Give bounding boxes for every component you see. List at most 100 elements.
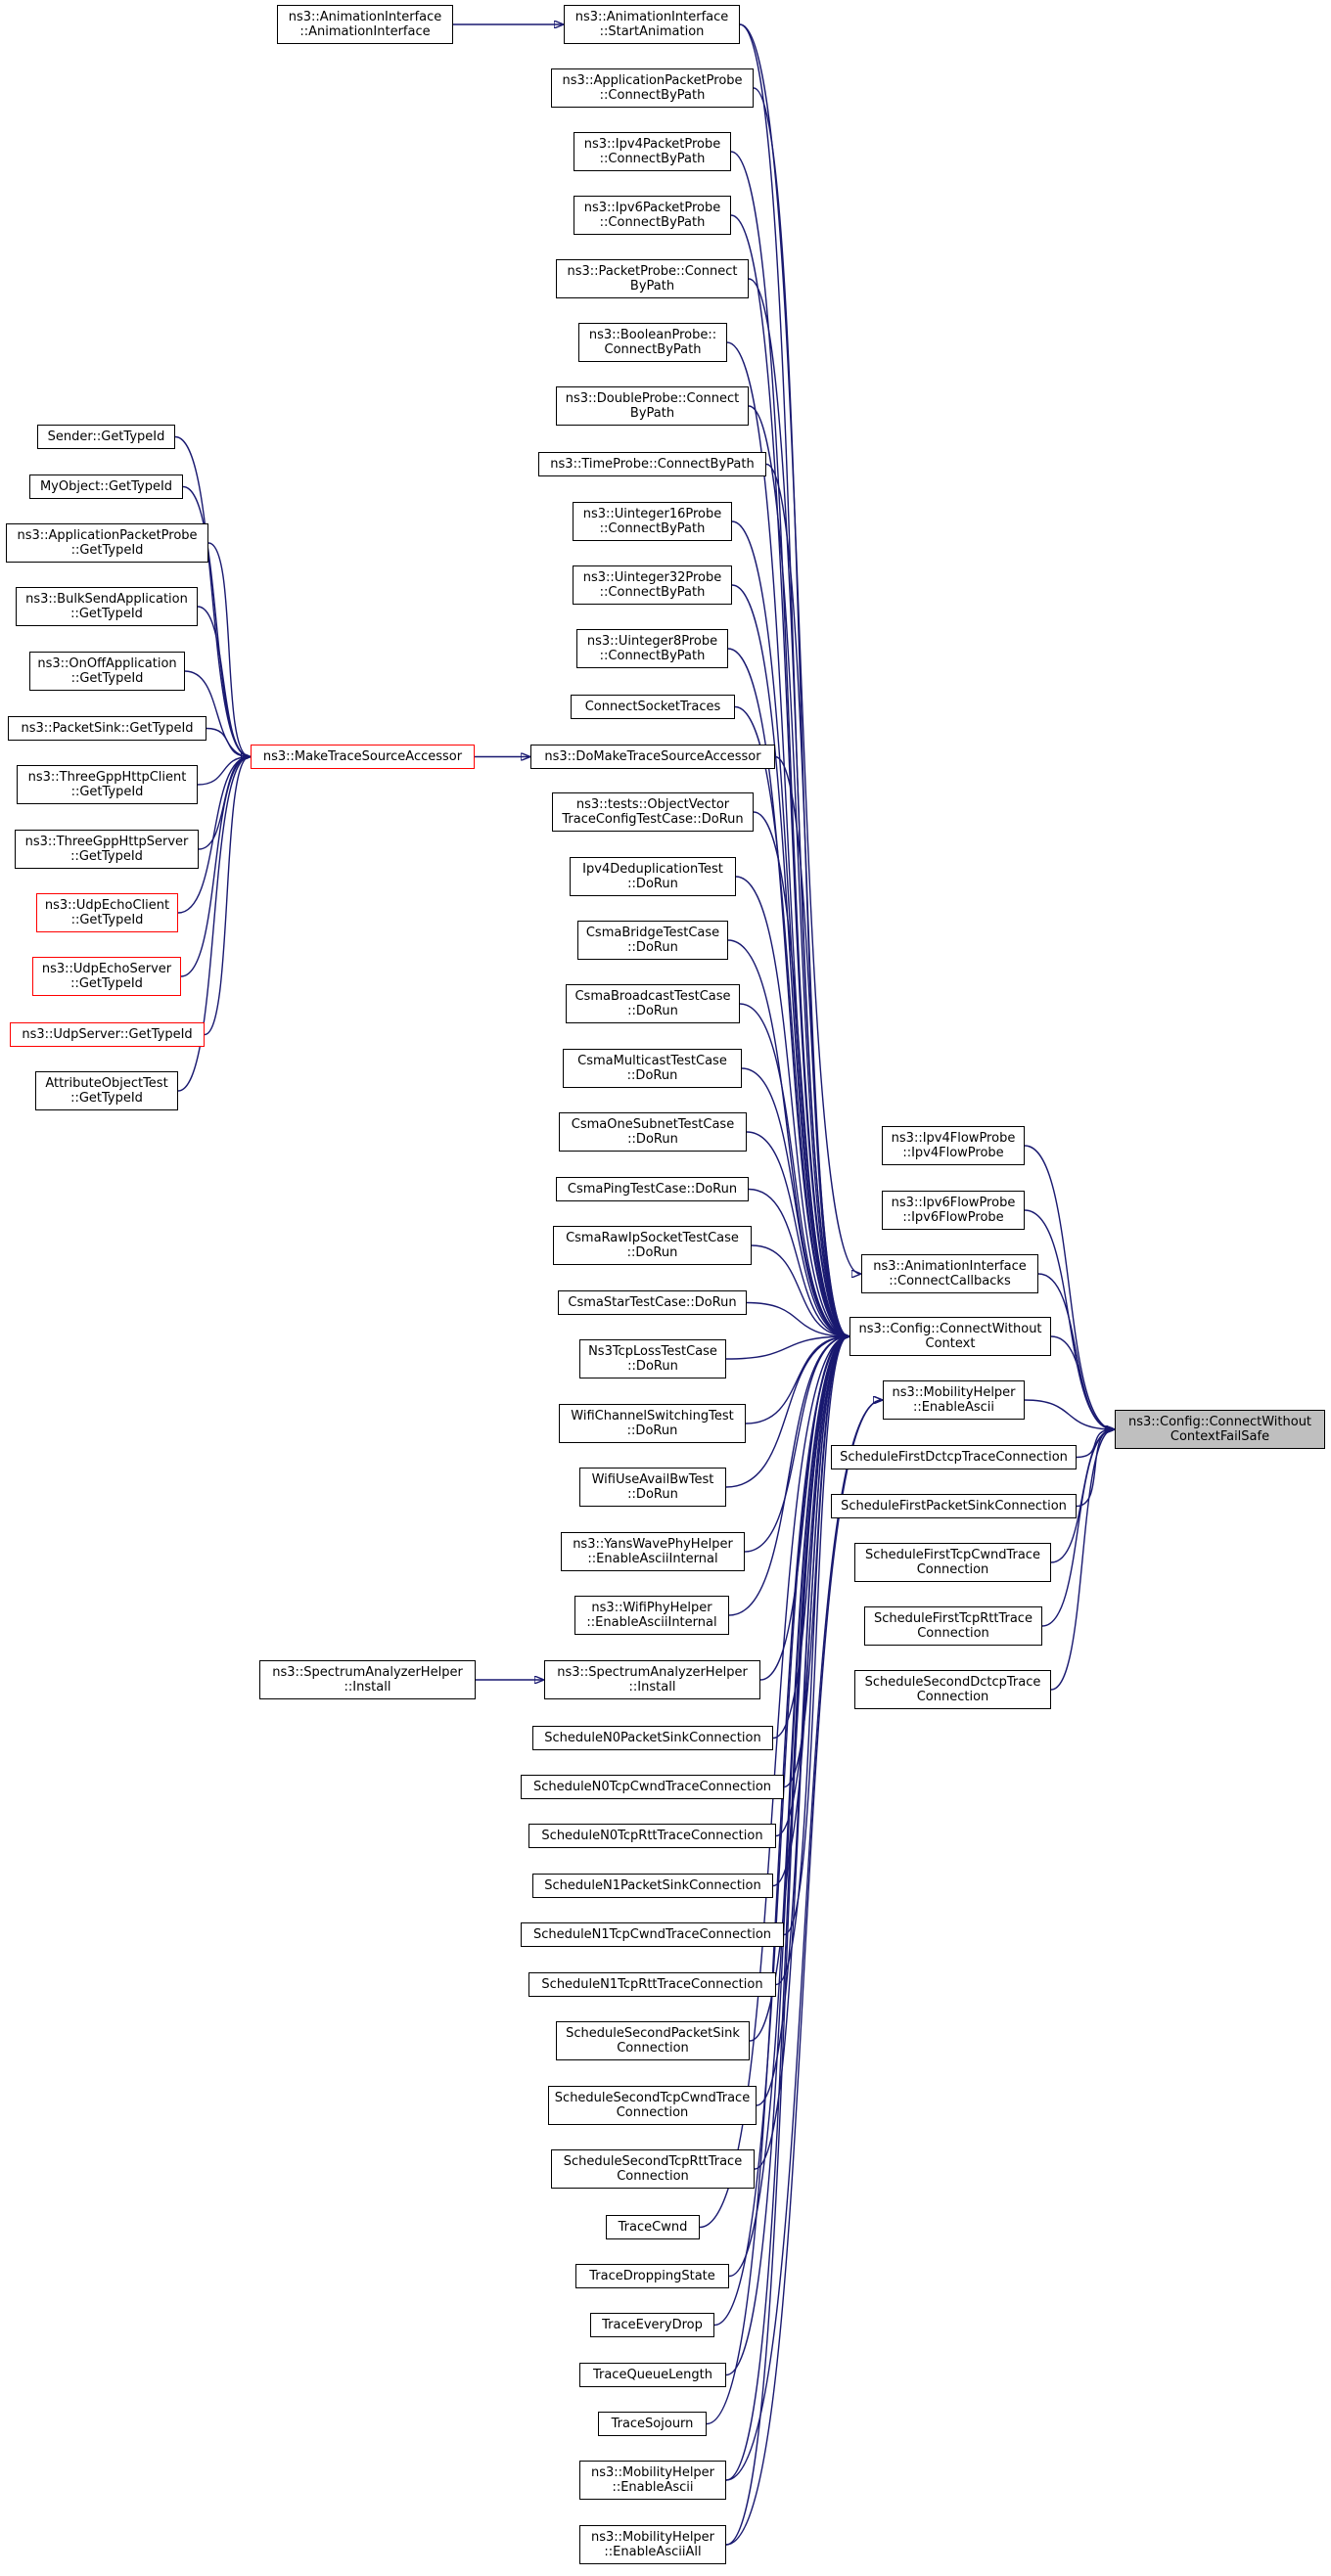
node-sched-n1-pktsink[interactable]: ScheduleN1PacketSinkConnection xyxy=(532,1874,773,1898)
node-httpserver-gti[interactable]: ns3::ThreeGppHttpServer::GetTypeId xyxy=(15,830,199,869)
node-makestsa[interactable]: ns3::MakeTraceSourceAccessor xyxy=(251,745,475,769)
node-sched-n0-cwnd[interactable]: ScheduleN0TcpCwndTraceConnection xyxy=(521,1775,784,1799)
node-label-line: ::DoRun xyxy=(626,1424,678,1438)
node-csmamulticast-dorun[interactable]: CsmaMulticastTestCase::DoRun xyxy=(563,1049,742,1088)
node-label-line: ::GetTypeId xyxy=(70,607,143,621)
node-label-line: ns3::UdpEchoClient xyxy=(44,898,170,913)
node-ipv4pktprobe-cbp[interactable]: ns3::Ipv4PacketProbe::ConnectByPath xyxy=(574,132,731,171)
node-ipv4dedup-dorun[interactable]: Ipv4DeduplicationTest::DoRun xyxy=(570,857,736,896)
node-sched-n1-rtt[interactable]: ScheduleN1TcpRttTraceConnection xyxy=(528,1972,776,1997)
node-label-line: ScheduleN1TcpCwndTraceConnection xyxy=(532,1927,772,1942)
node-label-line: ScheduleSecondTcpRttTrace xyxy=(563,2154,743,2169)
node-label-line: ns3::Ipv6FlowProbe xyxy=(891,1196,1016,1210)
node-mobility-enableascii-r[interactable]: ns3::MobilityHelper::EnableAscii xyxy=(883,1380,1025,1420)
node-label-line: ::GetTypeId xyxy=(70,785,144,799)
node-ns3tcploss-dorun[interactable]: Ns3TcpLossTestCase::DoRun xyxy=(579,1339,726,1378)
edge-attrobjtest-gti-to-makestsa xyxy=(177,757,250,1092)
node-label-line: ::GetTypeId xyxy=(70,976,143,991)
node-label-line: CsmaMulticastTestCase xyxy=(577,1054,727,1068)
node-udpserver-gti[interactable]: ns3::UdpServer::GetTypeId xyxy=(10,1022,205,1047)
node-apppktprobe-gti[interactable]: ns3::ApplicationPacketProbe::GetTypeId xyxy=(6,523,208,563)
node-ipv6flowprobe[interactable]: ns3::Ipv6FlowProbe::Ipv6FlowProbe xyxy=(882,1191,1025,1230)
node-attrobjtest-gti[interactable]: AttributeObjectTest::GetTypeId xyxy=(35,1071,178,1110)
node-startanimation[interactable]: ns3::AnimationInterface::StartAnimation xyxy=(564,5,740,44)
node-csmarawip-dorun[interactable]: CsmaRawIpSocketTestCase::DoRun xyxy=(553,1226,752,1265)
node-traceeverydrop[interactable]: TraceEveryDrop xyxy=(590,2313,714,2337)
node-onoff-gti[interactable]: ns3::OnOffApplication::GetTypeId xyxy=(29,652,185,691)
node-tracequeuelength[interactable]: TraceQueueLength xyxy=(579,2363,726,2387)
node-tracedroppingstate[interactable]: TraceDroppingState xyxy=(575,2264,729,2288)
node-csmastar-dorun[interactable]: CsmaStarTestCase::DoRun xyxy=(558,1290,747,1315)
node-sched-n0-rtt[interactable]: ScheduleN0TcpRttTraceConnection xyxy=(528,1824,776,1848)
node-u32probe-cbp[interactable]: ns3::Uinteger32Probe::ConnectByPath xyxy=(573,565,732,605)
node-udpechoserver-gti[interactable]: ns3::UdpEchoServer::GetTypeId xyxy=(32,957,181,996)
node-bulksend-gti[interactable]: ns3::BulkSendApplication::GetTypeId xyxy=(16,587,198,626)
node-udpechoclient-gti[interactable]: ns3::UdpEchoClient::GetTypeId xyxy=(36,893,178,932)
node-connectsockettraces[interactable]: ConnectSocketTraces xyxy=(571,695,735,719)
node-csmaonesubnet-dorun[interactable]: CsmaOneSubnetTestCase::DoRun xyxy=(559,1112,747,1152)
node-label-line: CsmaRawIpSocketTestCase xyxy=(566,1231,739,1245)
node-sched-first-pktsink[interactable]: ScheduleFirstPacketSinkConnection xyxy=(831,1494,1077,1518)
edge-wifiavailbw-dorun-to-connectwithoutcontext xyxy=(725,1336,849,1488)
node-label-line: ::ConnectByPath xyxy=(599,521,706,536)
node-sched-first-dctcp[interactable]: ScheduleFirstDctcpTraceConnection xyxy=(831,1445,1077,1469)
node-label-line: ::DoRun xyxy=(627,940,678,955)
node-label-line: ns3::Ipv4FlowProbe xyxy=(891,1131,1016,1146)
node-csmabroadcast-dorun[interactable]: CsmaBroadcastTestCase::DoRun xyxy=(566,984,740,1023)
node-timeprobe-cbp[interactable]: ns3::TimeProbe::ConnectByPath xyxy=(538,452,766,476)
node-apppktprobe-cbp[interactable]: ns3::ApplicationPacketProbe::ConnectByPa… xyxy=(551,68,754,108)
node-label-line: ::EnableAsciiInternal xyxy=(587,1552,718,1566)
node-httpclient-gti[interactable]: ns3::ThreeGppHttpClient::GetTypeId xyxy=(17,765,198,804)
node-ipv4flowprobe[interactable]: ns3::Ipv4FlowProbe::Ipv4FlowProbe xyxy=(882,1126,1025,1165)
node-label-line: ::EnableAsciiAll xyxy=(604,2545,702,2559)
node-wifiphy-enableascii[interactable]: ns3::WifiPhyHelper::EnableAsciiInternal xyxy=(574,1596,729,1635)
node-wifichswitch-dorun[interactable]: WifiChannelSwitchingTest::DoRun xyxy=(559,1404,746,1443)
node-sender-gti[interactable]: Sender::GetTypeId xyxy=(37,425,175,449)
node-label-line: ns3::ThreeGppHttpServer xyxy=(24,835,189,849)
node-spectrum-install-l[interactable]: ns3::SpectrumAnalyzerHelper::Install xyxy=(259,1660,476,1699)
node-label-line: ns3::AnimationInterface xyxy=(574,10,729,24)
node-connectcallbacks[interactable]: ns3::AnimationInterface::ConnectCallback… xyxy=(861,1254,1038,1293)
node-sched-n0-pktsink[interactable]: ScheduleN0PacketSinkConnection xyxy=(532,1726,773,1750)
node-label-line: ns3::AnimationInterface xyxy=(873,1259,1027,1274)
node-u8probe-cbp[interactable]: ns3::Uinteger8Probe::ConnectByPath xyxy=(576,629,728,668)
node-label-line: CsmaOneSubnetTestCase xyxy=(571,1117,735,1132)
node-label-line: Ipv4DeduplicationTest xyxy=(582,862,723,877)
node-yanswave-enableascii[interactable]: ns3::YansWavePhyHelper::EnableAsciiInter… xyxy=(561,1532,745,1571)
edge-sched-first-dctcp-to-root xyxy=(1076,1429,1114,1459)
node-mobility-enableasciiall[interactable]: ns3::MobilityHelper::EnableAsciiAll xyxy=(579,2525,726,2564)
node-domaketsa[interactable]: ns3::DoMakeTraceSourceAccessor xyxy=(530,745,775,769)
node-tracecwnd[interactable]: TraceCwnd xyxy=(606,2215,700,2239)
node-u16probe-cbp[interactable]: ns3::Uinteger16Probe::ConnectByPath xyxy=(573,502,732,541)
node-label-line: Connection xyxy=(616,2105,689,2120)
node-mobility-enableascii[interactable]: ns3::MobilityHelper::EnableAscii xyxy=(579,2461,726,2500)
node-sched-n1-cwnd[interactable]: ScheduleN1TcpCwndTraceConnection xyxy=(521,1922,784,1947)
node-label-line: ::ConnectByPath xyxy=(599,585,706,600)
node-label-line: CsmaStarTestCase::DoRun xyxy=(568,1295,737,1310)
node-tracesojourn[interactable]: TraceSojourn xyxy=(598,2412,707,2436)
node-label-line: ScheduleN0TcpRttTraceConnection xyxy=(541,1829,763,1843)
node-pktsink-gti[interactable]: ns3::PacketSink::GetTypeId xyxy=(8,716,207,741)
node-csmaping-dorun[interactable]: CsmaPingTestCase::DoRun xyxy=(556,1177,749,1201)
node-myobject-gti[interactable]: MyObject::GetTypeId xyxy=(29,475,183,499)
node-label-line: ns3::TimeProbe::ConnectByPath xyxy=(550,457,755,472)
node-label-line: ::DoRun xyxy=(627,1004,678,1018)
node-boolprobe-cbp[interactable]: ns3::BooleanProbe::ConnectByPath xyxy=(578,323,727,362)
node-wifiavailbw-dorun[interactable]: WifiUseAvailBwTest::DoRun xyxy=(579,1468,726,1507)
node-anim-ctor[interactable]: ns3::AnimationInterface::AnimationInterf… xyxy=(277,5,453,44)
node-label-line: Context xyxy=(925,1336,976,1351)
node-ipv6pktprobe-cbp[interactable]: ns3::Ipv6PacketProbe::ConnectByPath xyxy=(574,196,731,235)
node-spectrum-install[interactable]: ns3::SpectrumAnalyzerHelper::Install xyxy=(544,1660,760,1699)
node-csmabridge-dorun[interactable]: CsmaBridgeTestCase::DoRun xyxy=(577,921,728,960)
